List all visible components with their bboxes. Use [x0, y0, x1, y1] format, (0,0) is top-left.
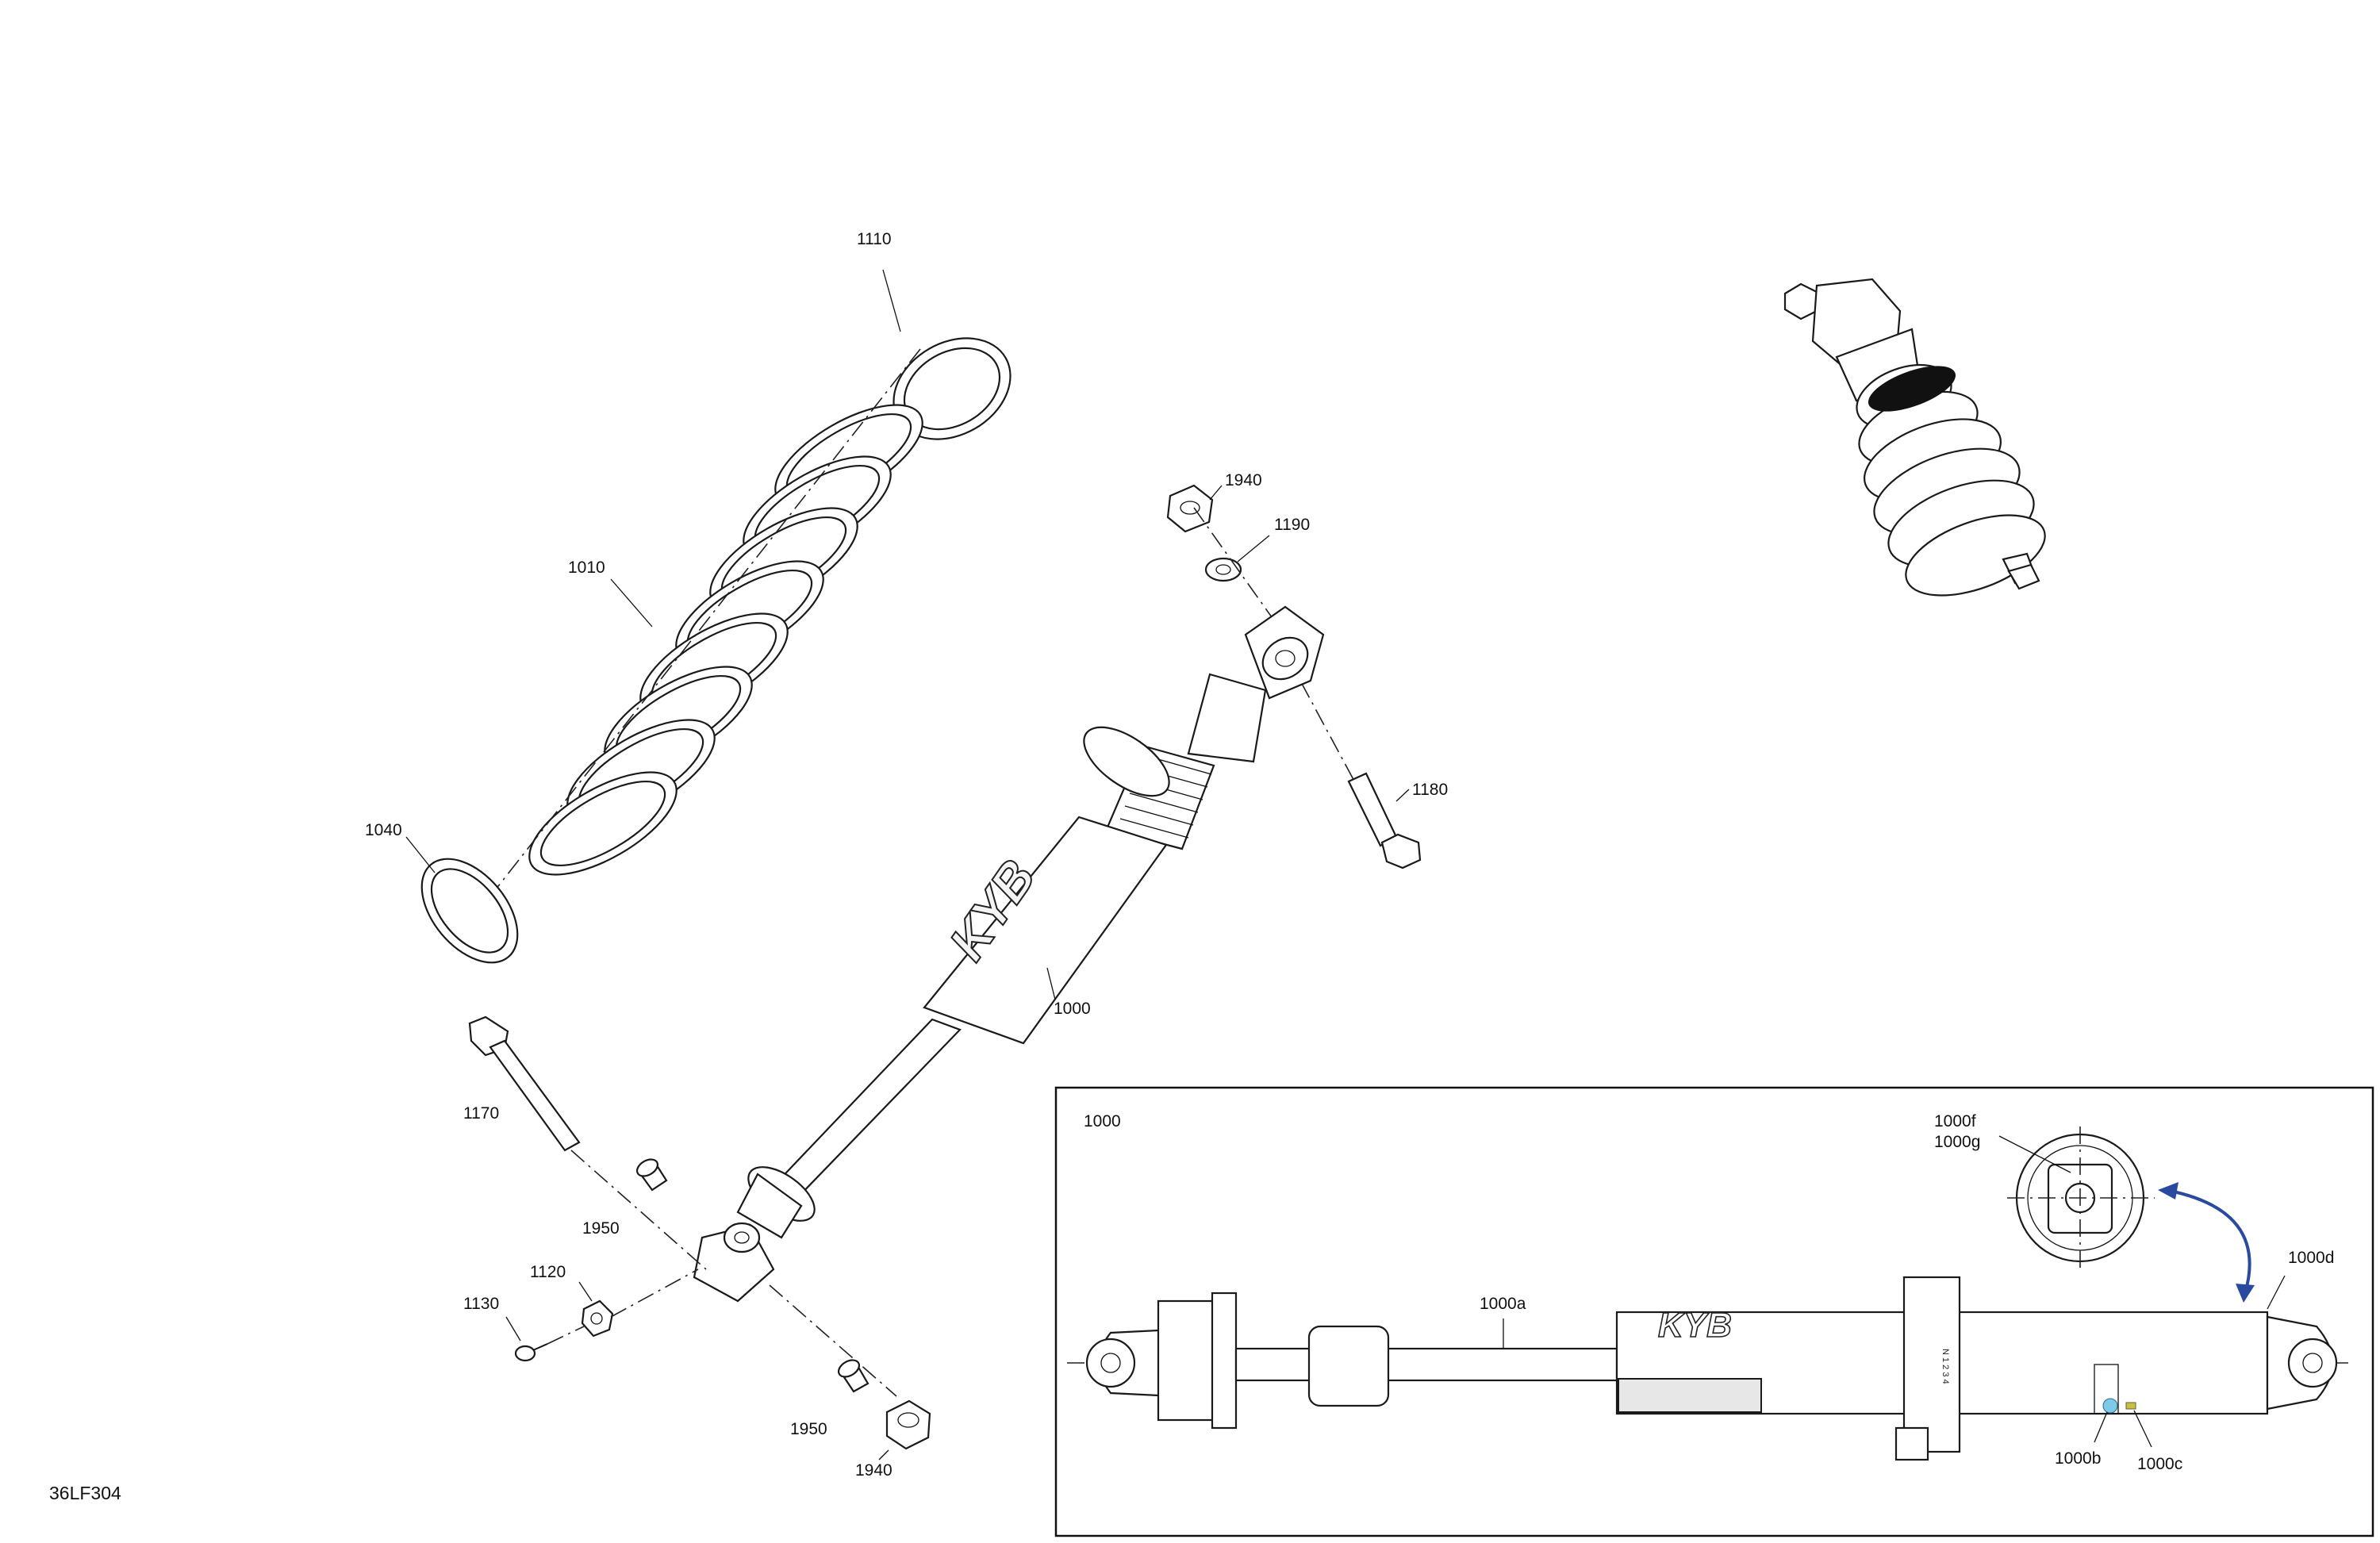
callout-1180: 1180	[1412, 781, 1448, 799]
nut-1940-bottom	[885, 1399, 931, 1450]
grease-fitting-1120	[581, 1299, 614, 1338]
callout-1000f: 1000f	[1934, 1112, 1976, 1130]
coil-spring-1010	[528, 404, 923, 876]
rotation-arrow	[2158, 1182, 2255, 1303]
bolt-1180	[1347, 772, 1422, 869]
diagram-code: 36LF304	[49, 1483, 121, 1503]
assembled-shock-thumbnail	[1783, 278, 2046, 597]
callout-1000d: 1000d	[2288, 1249, 2334, 1267]
callout-1170: 1170	[463, 1104, 499, 1123]
bushing-1950-top	[635, 1158, 668, 1192]
callout-1940-top: 1940	[1225, 471, 1262, 489]
leader-1000b	[2094, 1411, 2108, 1443]
leader-1940-bottom	[878, 1449, 889, 1460]
callout-1940-bottom: 1940	[855, 1461, 892, 1480]
washer-1190	[1204, 557, 1242, 582]
leader-1940-top	[1209, 485, 1223, 501]
callout-1000g: 1000g	[1934, 1133, 1980, 1151]
inset-title: 1000	[1084, 1112, 1121, 1130]
leader-1130	[505, 1316, 521, 1341]
leader-1110	[882, 269, 901, 332]
leader-1000	[1046, 967, 1056, 1000]
axis-screw	[547, 1326, 585, 1345]
callout-1950-bottom: 1950	[790, 1420, 827, 1438]
leader-1040	[405, 836, 436, 873]
callout-1000b: 1000b	[2055, 1449, 2101, 1468]
spring-seat-1040	[420, 858, 519, 964]
inset-side-view: KYB N 1 2 3 4	[1085, 1276, 2338, 1461]
callout-1120: 1120	[530, 1263, 566, 1281]
callout-1130: 1130	[463, 1295, 499, 1313]
callout-1000: 1000	[1054, 1000, 1091, 1018]
axis-lower-mount	[769, 1284, 897, 1397]
leader-1000f	[1998, 1135, 2071, 1173]
leader-1010	[610, 578, 653, 628]
leader-1000c	[2133, 1410, 2152, 1448]
callout-1000a: 1000a	[1480, 1295, 1526, 1313]
callout-1040: 1040	[365, 821, 402, 839]
leader-1190	[1237, 535, 1270, 562]
bushing-1950-bottom	[837, 1359, 869, 1393]
leader-1180	[1395, 789, 1410, 802]
collar-scale-marks: N 1 2 3 4	[1940, 1349, 1950, 1384]
screw-1130	[514, 1343, 548, 1362]
bolt-1170	[468, 1015, 581, 1152]
marker-1000b	[2102, 1398, 2118, 1414]
callout-1000c: 1000c	[2137, 1455, 2182, 1473]
inset-detail-1000: 1000 1000f 1000g	[1054, 1086, 2374, 1537]
inset-end-view	[2007, 1127, 2155, 1269]
spring-seat-1110	[892, 337, 1012, 440]
axis-fitting	[610, 1269, 699, 1318]
leader-1120	[578, 1281, 593, 1302]
brand-kyb-inset: KYB	[1658, 1306, 1732, 1345]
callout-1950-top: 1950	[582, 1219, 620, 1238]
marker-1000c	[2125, 1402, 2136, 1410]
callout-1110: 1110	[857, 230, 892, 248]
nut-1940-top	[1166, 484, 1214, 533]
callout-1010: 1010	[568, 558, 605, 577]
leader-1000d	[2267, 1275, 2286, 1310]
axis-spring	[483, 348, 921, 905]
axis-bolt-1180	[1300, 681, 1357, 786]
callout-1190: 1190	[1274, 516, 1310, 534]
